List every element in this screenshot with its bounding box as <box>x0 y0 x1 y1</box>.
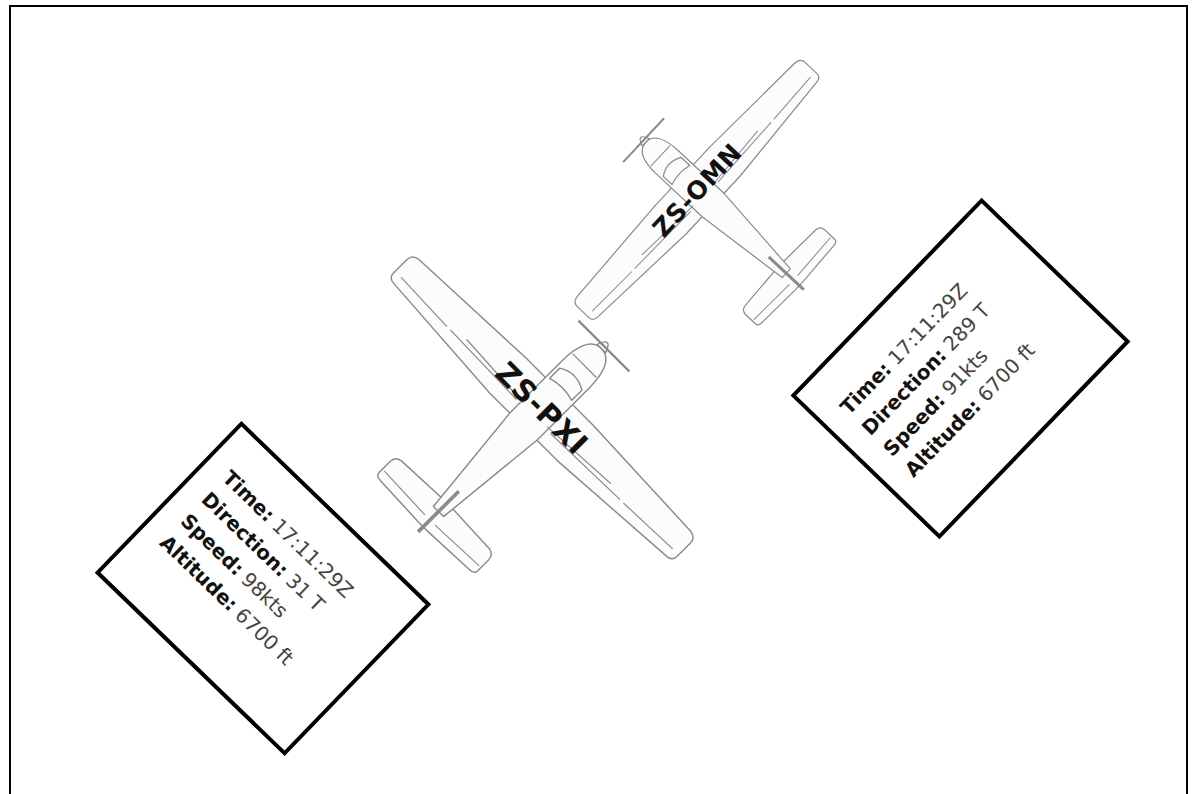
wing <box>382 249 701 568</box>
propeller <box>578 321 629 372</box>
elevator-line <box>796 238 832 276</box>
elevator-line <box>754 283 790 321</box>
aileron-line <box>592 270 632 312</box>
windshield <box>550 365 586 401</box>
vertical-fin <box>418 491 459 532</box>
aileron-line <box>623 501 672 550</box>
cowling-line <box>651 146 670 166</box>
wing <box>568 54 827 327</box>
aileron-line <box>772 77 812 119</box>
field-value: 6700 ft <box>972 338 1039 406</box>
elevator-line <box>382 471 426 515</box>
propeller <box>623 118 664 162</box>
info-box: Time:17:11:29ZDirection:289 TSpeed:91kts… <box>790 197 1130 539</box>
field-value: 6700 ft <box>230 602 298 669</box>
frame-border <box>10 6 1187 794</box>
vertical-fin <box>769 257 804 290</box>
info-line: Speed:91kts <box>876 280 1054 463</box>
cowling-line <box>573 354 597 378</box>
elevator-line <box>435 523 479 567</box>
aileron-line <box>399 277 448 326</box>
info-line: Direction:289 T <box>854 259 1032 442</box>
